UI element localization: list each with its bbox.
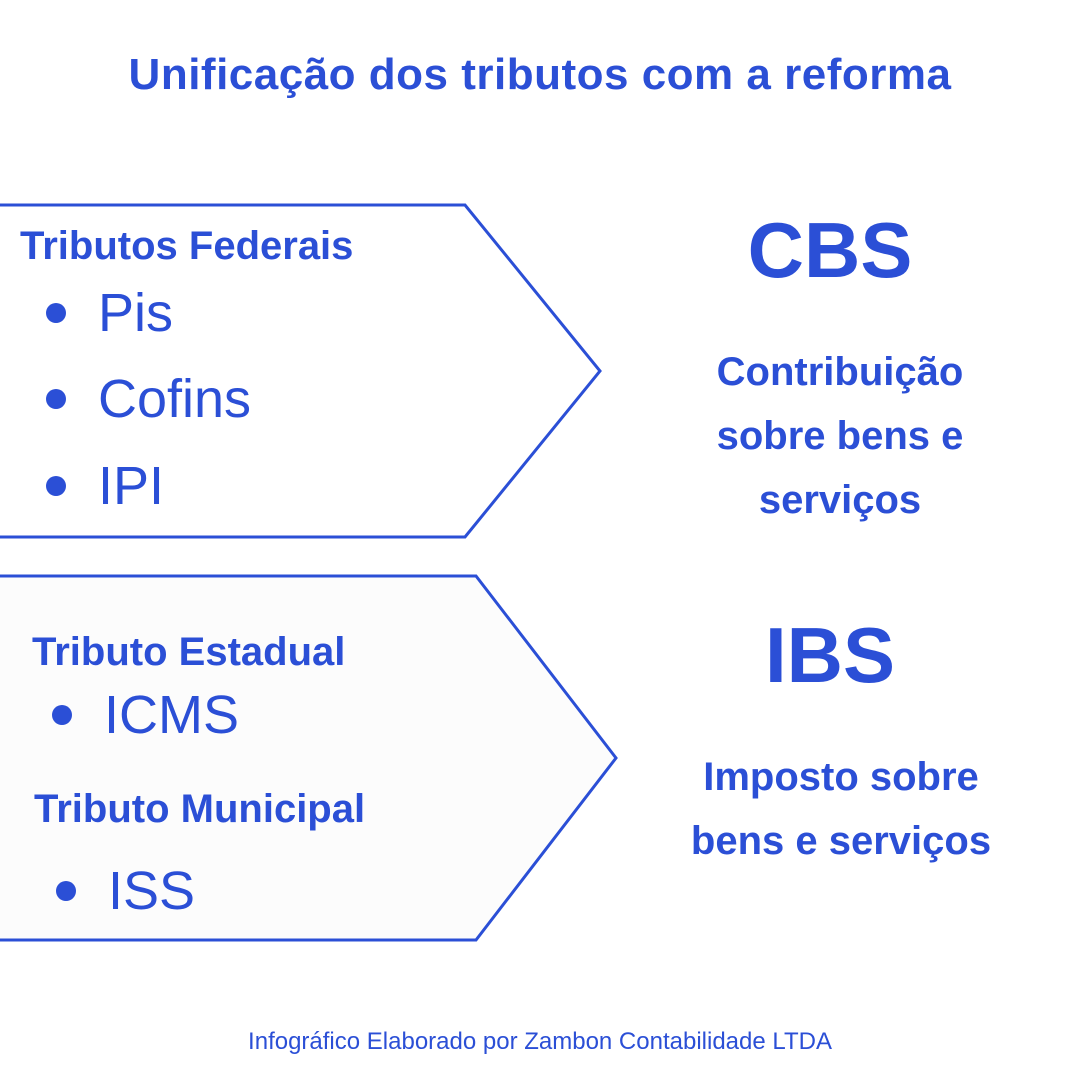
item-label: ICMS bbox=[104, 685, 239, 745]
cbs-description: Contribuição sobre bens e serviços bbox=[640, 340, 1040, 532]
cbs-desc-line: sobre bens e bbox=[716, 414, 964, 458]
ibs-desc-line: bens e serviços bbox=[690, 819, 992, 863]
city-heading: Tributo Municipal bbox=[34, 787, 366, 831]
list-item: IPI bbox=[46, 455, 164, 517]
item-label: ISS bbox=[108, 861, 196, 921]
list-item: ICMS bbox=[52, 684, 239, 746]
bottom-arrow-panel bbox=[0, 574, 618, 942]
bullet-icon bbox=[52, 705, 72, 725]
list-item: ISS bbox=[56, 860, 195, 922]
item-label: Pis bbox=[98, 283, 174, 343]
bullet-icon bbox=[46, 476, 66, 496]
footer-credit: Infográfico Elaborado por Zambon Contabi… bbox=[248, 1028, 832, 1055]
top-arrow-panel bbox=[0, 203, 602, 539]
ibs-desc-line: Imposto sobre bbox=[703, 755, 979, 799]
list-item: Cofins bbox=[46, 368, 251, 430]
list-item: Pis bbox=[46, 282, 173, 344]
page-title: Unificação dos tributos com a reforma bbox=[128, 50, 952, 99]
cbs-desc-line: serviços bbox=[758, 478, 922, 522]
cbs-acronym: CBS bbox=[747, 206, 913, 294]
cbs-desc-line: Contribuição bbox=[716, 350, 964, 394]
item-label: IPI bbox=[98, 456, 165, 516]
state-heading: Tributo Estadual bbox=[32, 630, 346, 674]
bullet-icon bbox=[56, 881, 76, 901]
bullet-icon bbox=[46, 389, 66, 409]
ibs-acronym: IBS bbox=[764, 611, 896, 699]
bullet-icon bbox=[46, 303, 66, 323]
item-label: Cofins bbox=[98, 369, 252, 429]
federal-heading: Tributos Federais bbox=[20, 224, 354, 268]
ibs-description: Imposto sobre bens e serviços bbox=[641, 745, 1041, 873]
